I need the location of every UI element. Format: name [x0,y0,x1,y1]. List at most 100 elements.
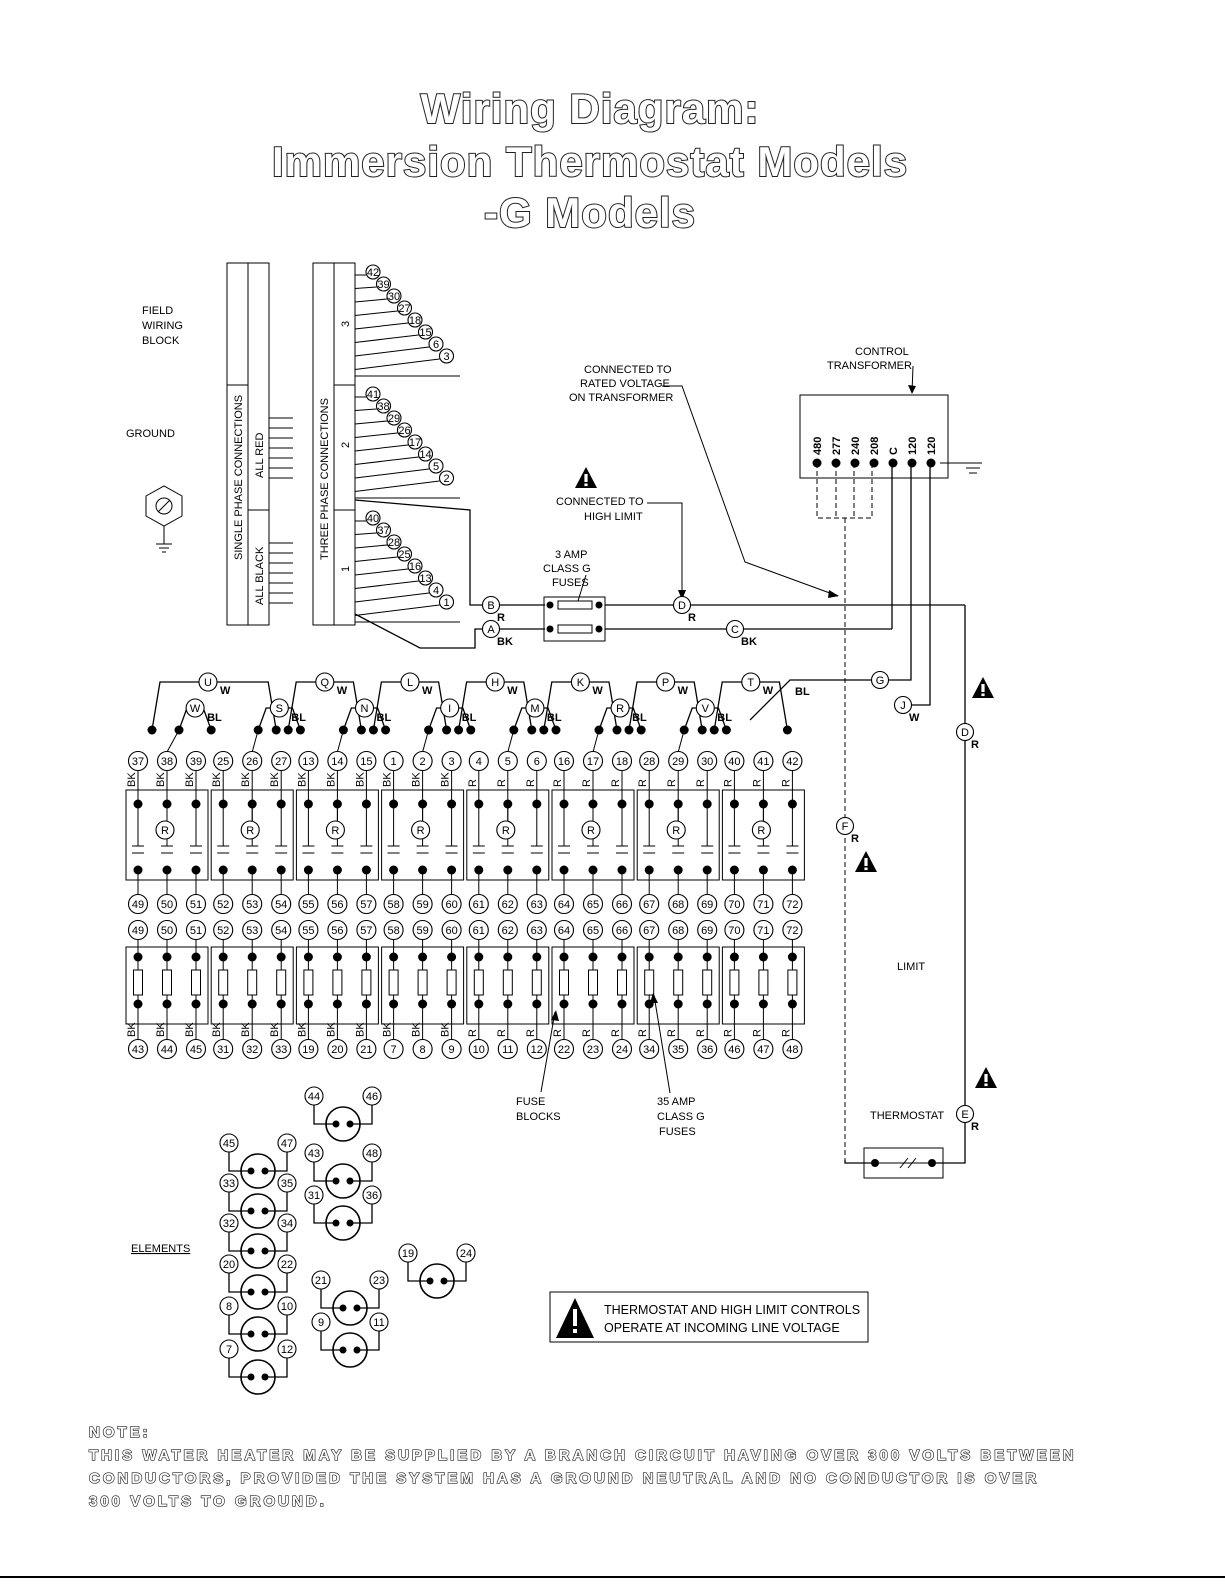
svg-text:28: 28 [643,756,655,768]
jumper-point-top: Q [315,672,335,692]
svg-text:34: 34 [643,1044,655,1056]
thermostat-switch [844,1147,966,1179]
svg-text:72: 72 [786,925,798,937]
jumper-color-top: W [592,685,603,697]
svg-text:55: 55 [302,899,314,911]
svg-text:B: B [487,600,494,612]
svg-text:44: 44 [308,1091,320,1103]
wire-point: A [481,619,501,639]
svg-text:12: 12 [531,1044,543,1056]
contactor-terminal-top: 29 [668,750,689,772]
fuse-terminal-top: 65 [582,919,604,941]
control-transformer-label-1: CONTROL [855,346,909,358]
element-terminal: 20 [219,1254,239,1274]
svg-text:31: 31 [217,1044,229,1056]
svg-text:38: 38 [377,401,389,413]
svg-text:71: 71 [757,925,769,937]
svg-text:60: 60 [445,925,457,937]
contactor-terminal-bottom: 68 [668,893,689,915]
svg-text:10: 10 [473,1044,485,1056]
warning-icon [855,851,877,872]
wire-color-label: BK [354,772,366,787]
svg-text:J: J [900,700,906,712]
bl-wire-label: BL [795,686,810,698]
contactor-terminal-bottom: 66 [611,893,633,915]
svg-text:35: 35 [672,1044,684,1056]
three-phase-label: THREE PHASE CONNECTIONS [319,398,331,560]
svg-text:12: 12 [281,1344,293,1356]
svg-text:39: 39 [190,756,202,768]
svg-text:V: V [702,703,710,715]
element-terminal: 35 [277,1173,297,1193]
element-terminal: 8 [219,1296,239,1316]
svg-text:17: 17 [587,756,599,768]
fuse-terminal-bottom: 48 [782,1038,803,1060]
svg-text:15: 15 [419,327,431,339]
jumper-color-top: W [220,685,231,697]
svg-text:21: 21 [360,1044,372,1056]
svg-text:15: 15 [360,756,372,768]
svg-text:R: R [672,825,680,837]
svg-text:68: 68 [672,899,684,911]
wire-point: B [481,595,501,615]
svg-text:66: 66 [616,899,628,911]
relay-coil-icon: R [240,820,260,840]
contactor-terminal-top: 14 [327,750,348,772]
svg-text:23: 23 [373,1275,385,1287]
svg-text:64: 64 [558,899,570,911]
svg-text:16: 16 [558,756,570,768]
jumper-point-top: K [570,672,590,692]
svg-text:61: 61 [473,925,485,937]
warning-box-line-2: OPERATE AT INCOMING LINE VOLTAGE [604,1321,840,1335]
svg-text:7: 7 [391,1044,397,1056]
contactor-terminal-bottom: 70 [724,893,745,915]
transformer-tap-label: 120 [907,437,919,455]
fuse-terminal-top: 62 [497,919,518,941]
svg-text:14: 14 [331,756,343,768]
contactor-terminal-top: 27 [271,750,292,772]
contactor-terminal-top: 2 [412,750,433,772]
svg-text:9: 9 [449,1044,455,1056]
svg-text:F: F [842,821,849,833]
fuse-terminal-bottom: 45 [185,1038,207,1060]
svg-text:38: 38 [161,756,173,768]
fuse-terminal-bottom: 44 [156,1038,178,1060]
element-terminal: 36 [362,1185,382,1205]
phase-terminal: 13 [417,570,434,586]
three-phase-block [312,262,356,626]
relay-coil-icon: R [325,820,345,840]
svg-text:66: 66 [616,925,628,937]
phase-terminal: 41 [365,386,381,402]
wire-color-label: BK [325,772,337,787]
svg-text:16: 16 [409,561,421,573]
elements-label: ELEMENTS [131,1243,190,1255]
contactor-terminal-bottom: 54 [271,893,292,915]
jumper-color-top: W [678,685,689,697]
fuse-blocks-label-2: BLOCKS [516,1111,561,1123]
contactor-terminal-bottom: 72 [782,893,803,915]
svg-text:20: 20 [223,1259,235,1271]
contactor-terminal-bottom: 49 [127,893,149,915]
element-terminal: 34 [277,1213,297,1233]
svg-text:42: 42 [367,267,379,279]
svg-text:26: 26 [246,756,258,768]
phase-terminal: 29 [386,410,402,426]
svg-text:11: 11 [502,1044,513,1056]
phase-terminal: 26 [396,422,413,438]
svg-text:E: E [961,1109,968,1121]
svg-text:19: 19 [402,1248,414,1260]
wire-color-label: R [666,779,678,787]
fuses-3amp-2: CLASS G [543,563,591,575]
jumper-point-bottom: M [525,698,545,718]
fuse-terminal-bottom: 32 [242,1038,263,1060]
fuse-terminal-top: 69 [697,919,718,941]
svg-text:22: 22 [558,1044,570,1056]
fuse-blocks-label-1: FUSE [516,1096,545,1108]
jumper-color-bottom: BL [462,712,477,724]
svg-text:11: 11 [373,1317,384,1329]
fuse-terminal-top: 54 [271,919,292,941]
